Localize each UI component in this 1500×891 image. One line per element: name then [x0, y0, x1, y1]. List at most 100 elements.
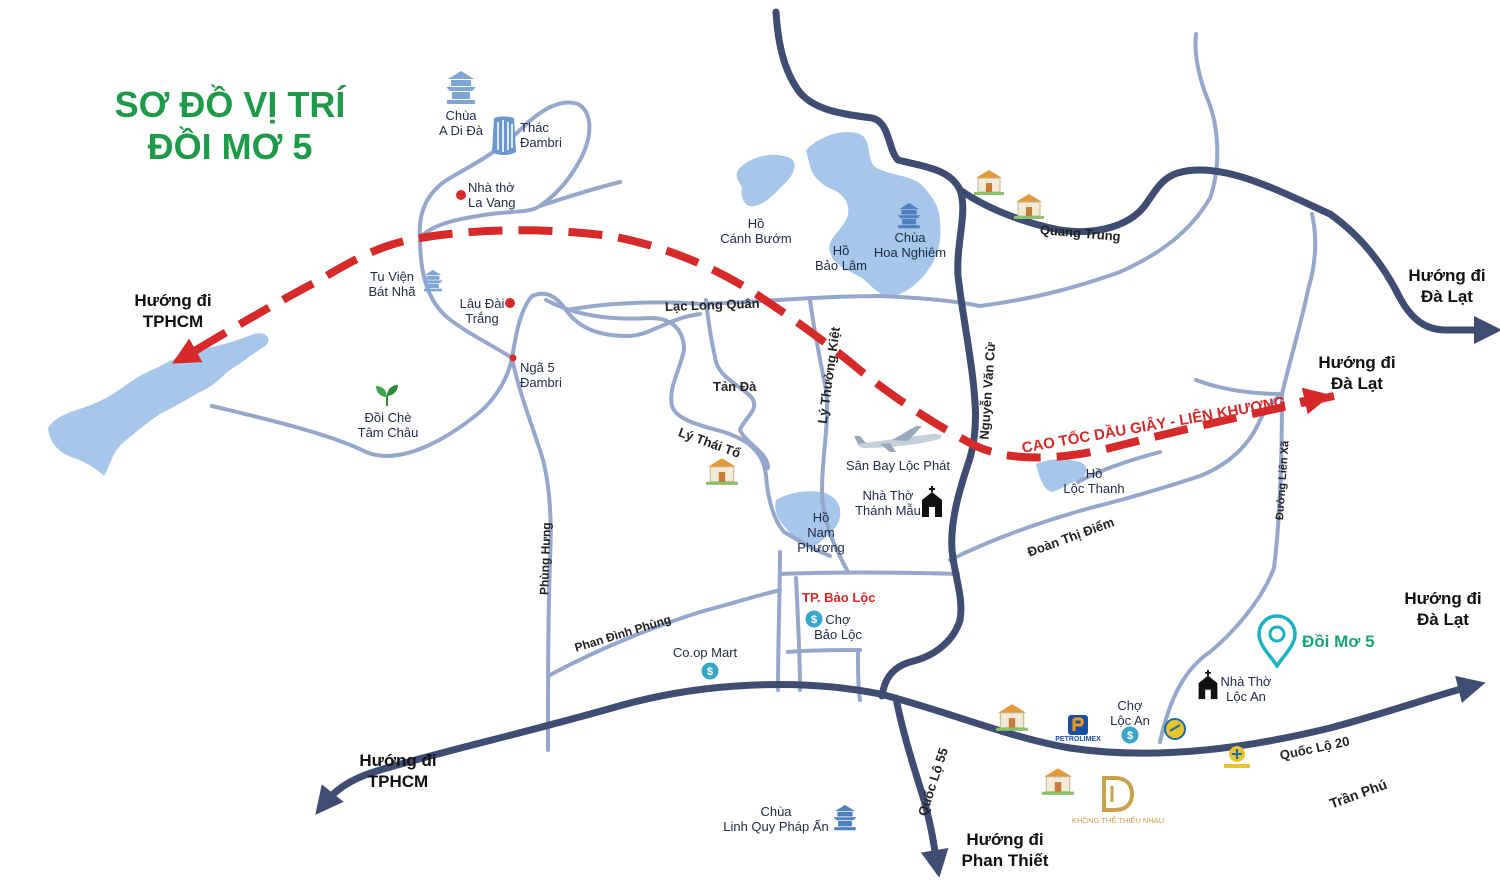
main-roads [315, 8, 1486, 864]
road-lac-long-quan [564, 32, 1220, 312]
place-chua-a-di-da: Chùa A Di Đà [428, 108, 494, 138]
place-line: Trắng [465, 311, 499, 326]
pin-la-vang [456, 190, 466, 200]
place-thac-dambri: Thác Đambri [520, 120, 562, 150]
road-ly-thai-to [544, 298, 832, 558]
place-line: Ngã 5 [520, 360, 555, 375]
direction-line: Hướng đi [1404, 589, 1482, 608]
petrolimex-label: PETROLIMEX [1055, 736, 1101, 743]
place-line: Chùa [894, 230, 926, 245]
place-line: Cánh Bướm [720, 231, 792, 246]
svg-text:$: $ [707, 666, 713, 678]
direction-dalat-2: Hướng đi Đà Lạt [1302, 352, 1412, 394]
road-phung-hung [510, 356, 553, 752]
place-line: Hồ [832, 243, 850, 258]
direction-tphcm-bottom: Hướng đi TPHCM [343, 750, 453, 792]
pin-nga-5 [509, 354, 517, 362]
place-doi-mo-5: Đồi Mơ 5 [1302, 632, 1375, 651]
place-line: Chợ [1117, 698, 1143, 713]
direction-line: Đà Lạt [1331, 374, 1383, 393]
school-icon [974, 170, 1004, 195]
direction-line: Đà Lạt [1421, 287, 1473, 306]
place-line: Thác [520, 120, 549, 135]
direction-line: Hướng đi [1408, 266, 1486, 285]
place-line: Phương [797, 540, 845, 555]
place-line: Tu Viện [369, 269, 415, 284]
place-line: Tâm Châu [357, 425, 419, 440]
church-icon [922, 486, 942, 517]
lake-bao-lam [806, 131, 941, 297]
direction-line: Hướng đi [966, 830, 1044, 849]
place-chua-hoa-nghiem: Chùa Hoa Nghiêm [868, 230, 952, 260]
secondary-roads [210, 32, 1318, 752]
place-nga-5-dambri: Ngã 5 Đambri [520, 360, 562, 390]
place-san-bay-loc-phat: Sân Bay Lộc Phát [845, 458, 951, 473]
place-line: Bát Nhã [368, 284, 416, 299]
place-nha-tho-loc-an: Nhà Thờ Lộc An [1214, 674, 1278, 704]
place-line: Nhà Thờ [1220, 674, 1272, 689]
place-line: Hoa Nghiêm [873, 245, 947, 260]
place-cho-loc-an: Chợ Lộc An [1104, 698, 1156, 728]
direction-tphcm-top: Hướng đi TPHCM [118, 290, 228, 332]
place-line: Đambri [520, 375, 562, 390]
direction-line: Hướng đi [1318, 353, 1396, 372]
bank-icon [1164, 718, 1186, 740]
place-ho-loc-thanh: Hồ Lộc Thanh [1058, 466, 1130, 496]
road-ly-thuong-kiet [808, 298, 850, 574]
pagoda-icon [423, 270, 443, 292]
place-line: Hồ [812, 510, 830, 525]
direction-dalat-1: Hướng đi Đà Lạt [1392, 265, 1500, 307]
place-ho-bao-lam: Hồ Bảo Lâm [808, 243, 874, 273]
lake-canh-buom [736, 154, 795, 207]
pagoda-icon [446, 71, 476, 104]
place-line: Chợ [825, 612, 851, 627]
pagoda-icon [897, 203, 921, 229]
place-line: Hồ [1085, 466, 1103, 481]
road-loc-thanh [1076, 450, 1162, 484]
svg-text:$: $ [1127, 730, 1133, 742]
place-line: Bảo Lâm [814, 258, 868, 273]
place-doi-che-tam-chau: Đồi Chè Tâm Châu [350, 410, 426, 440]
place-line: A Di Đà [438, 123, 484, 138]
place-nha-tho-thanh-mau: Nhà Thờ Thánh Mẫu [852, 488, 924, 518]
direction-line: Hướng đi [359, 751, 437, 770]
road-north-bao-loc [772, 8, 979, 700]
place-line: Bảo Lộc [814, 627, 862, 642]
place-line: Nhà thờ [468, 180, 515, 195]
school-icon [1014, 194, 1044, 219]
expressway-arrow-east [1299, 387, 1332, 415]
place-line: Chùa [445, 108, 477, 123]
place-line: Nam [807, 525, 835, 540]
place-line: Thánh Mẫu [855, 503, 921, 518]
direction-line: TPHCM [142, 312, 204, 331]
lake-west [48, 333, 269, 476]
place-coop-mart: Co.op Mart [672, 645, 738, 660]
location-pin-icon [1257, 614, 1297, 668]
road-dambri-loop [417, 100, 592, 240]
church-icon [1198, 670, 1218, 700]
place-line: Nhà Thờ [862, 488, 914, 503]
market-icon: $ [1121, 726, 1139, 744]
place-line: Chùa [760, 804, 792, 819]
place-tp-bao-loc: TP. Bảo Lộc [802, 590, 876, 605]
pin-lau-dai-trang [505, 298, 515, 308]
direction-line: TPHCM [367, 772, 429, 791]
place-tu-vien-bat-nha: Tu Viện Bát Nhã [360, 269, 424, 299]
petrolimex-logo-icon [1068, 715, 1088, 735]
svg-text:$: $ [811, 614, 817, 626]
resort-tagline: KHÔNG THỂ THIẾU NHAU [1071, 816, 1165, 825]
market-icon: $ [805, 610, 823, 628]
place-line: Linh Quy Pháp Ấn [723, 819, 829, 834]
lakes [48, 131, 1087, 547]
road-dambri-east [538, 180, 622, 208]
road-ngabon-north [418, 236, 514, 360]
road-dalat-link [1194, 378, 1284, 396]
direction-line: Hướng đi [134, 291, 212, 310]
road-quang-trung [956, 166, 1450, 334]
direction-line: Phan Thiết [961, 851, 1049, 870]
place-nha-tho-la-vang: Nhà thờ La Vang [468, 180, 515, 210]
place-cho-bao-loc: Chợ Bảo Lộc [808, 612, 868, 642]
place-line: Hồ [747, 216, 765, 231]
waterfall-icon [492, 116, 516, 155]
